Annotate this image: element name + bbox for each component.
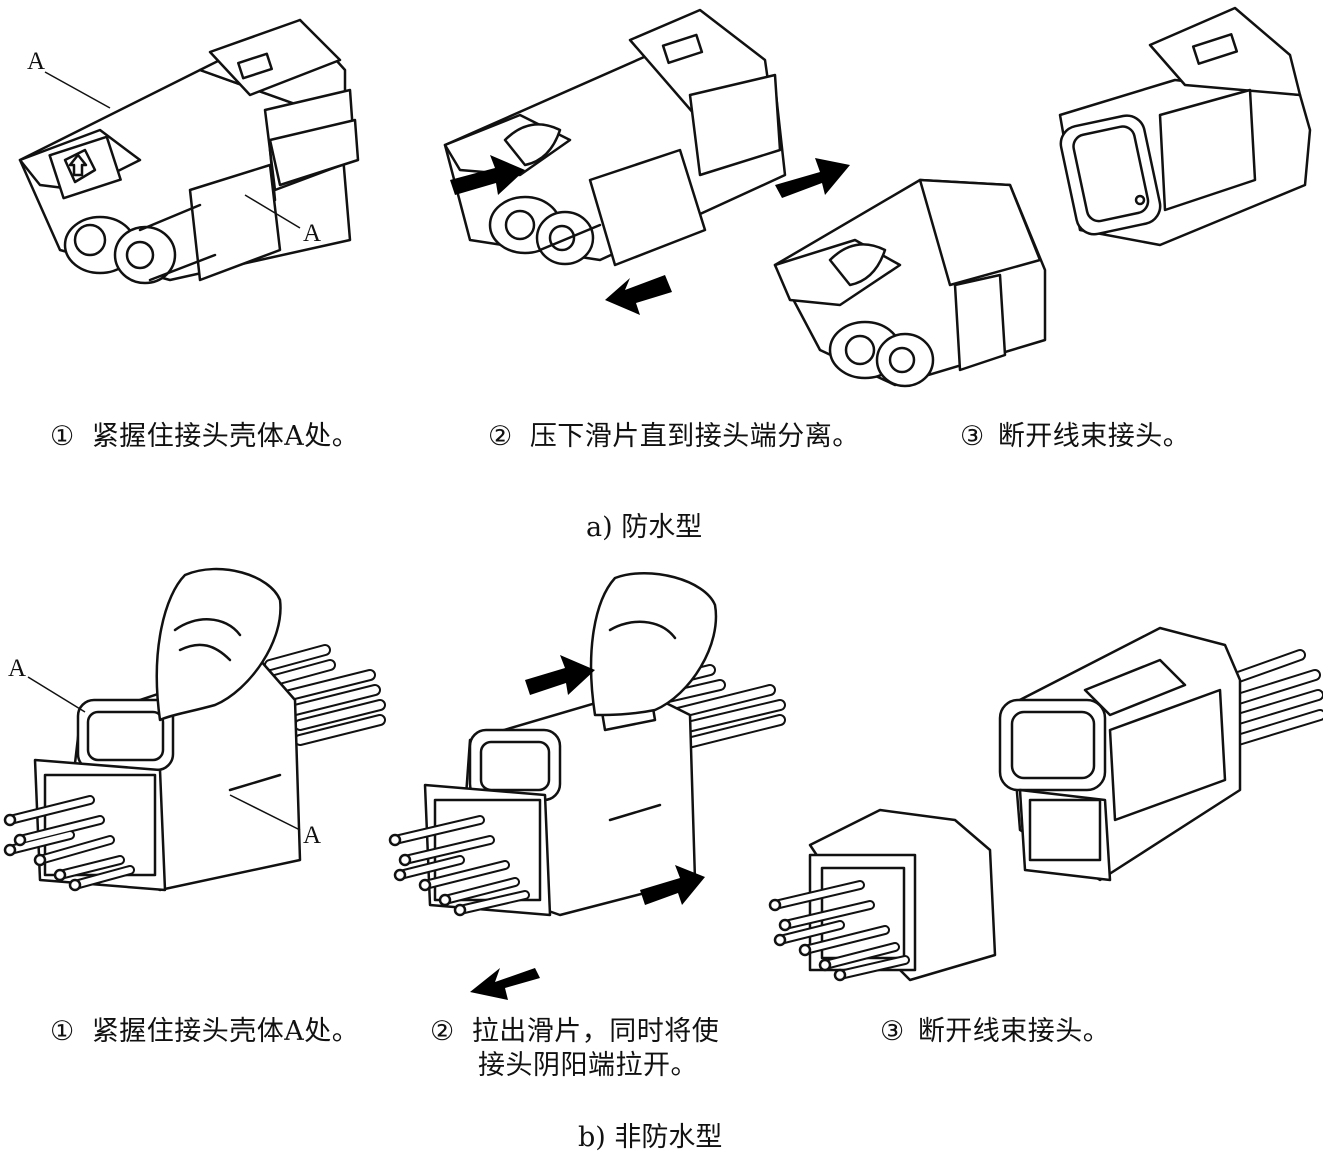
- step-caption: ② 压下滑片直到接头端分离。: [488, 420, 860, 454]
- wp-connector-2-drawing: [443, 8, 787, 267]
- wp-connector-1-drawing: [18, 18, 360, 285]
- callout-leader: [27, 676, 86, 713]
- step-number: ③: [880, 1016, 905, 1047]
- step-text: 断开线束接头。: [997, 421, 1191, 452]
- step-caption: ① 紧握住接头壳体A处。: [50, 1015, 359, 1049]
- step-caption: ② 拉出滑片，同时将使: [430, 1015, 719, 1049]
- callout-a-label: A: [303, 822, 322, 849]
- nwp-receptacle-drawing: [998, 626, 1323, 882]
- callout-leader: [44, 71, 111, 109]
- pull-down-arrow-icon: [470, 968, 540, 1000]
- push-arrow-icon: [450, 155, 525, 195]
- step-number: ③: [960, 421, 985, 452]
- pull-up-arrow-icon: [640, 865, 705, 905]
- step-text: 断开线束接头。: [917, 1016, 1111, 1047]
- step-text: 紧握住接头壳体A处。: [91, 421, 360, 452]
- step-caption: ③ 断开线束接头。: [880, 1015, 1110, 1049]
- callout-a-label: A: [8, 655, 27, 682]
- step-number: ②: [430, 1016, 455, 1047]
- section-caption: b) 非防水型: [578, 1122, 723, 1153]
- callout-leader: [244, 194, 301, 229]
- step-text: 压下滑片直到接头端分离。: [529, 421, 860, 452]
- step-text-line2: 接头阴阳端拉开。: [478, 1050, 698, 1081]
- wp-separated-half-drawing: [773, 178, 1047, 388]
- pull-up-arrow-icon: [775, 158, 850, 198]
- step-text: 拉出滑片，同时将使: [471, 1016, 720, 1047]
- step-caption: ③ 断开线束接头。: [960, 420, 1190, 454]
- section-caption: a) 防水型: [586, 512, 703, 543]
- nwp-connector-1-drawing: [3, 567, 386, 892]
- step-number: ①: [50, 1016, 75, 1047]
- callout-a-label: A: [27, 48, 46, 75]
- nwp-plug-drawing: [768, 808, 997, 982]
- step-number: ①: [50, 421, 75, 452]
- nwp-connector-2-drawing: [388, 571, 786, 917]
- callout-leader: [229, 794, 301, 831]
- step-caption: ① 紧握住接头壳体A处。: [50, 420, 359, 454]
- step-text: 紧握住接头壳体A处。: [91, 1016, 360, 1047]
- callout-a-label: A: [303, 220, 322, 247]
- wp-receptacle-drawing: [1058, 6, 1312, 247]
- pull-down-arrow-icon: [605, 275, 672, 315]
- step-number: ②: [488, 421, 513, 452]
- slide-arrow-icon: [525, 655, 595, 695]
